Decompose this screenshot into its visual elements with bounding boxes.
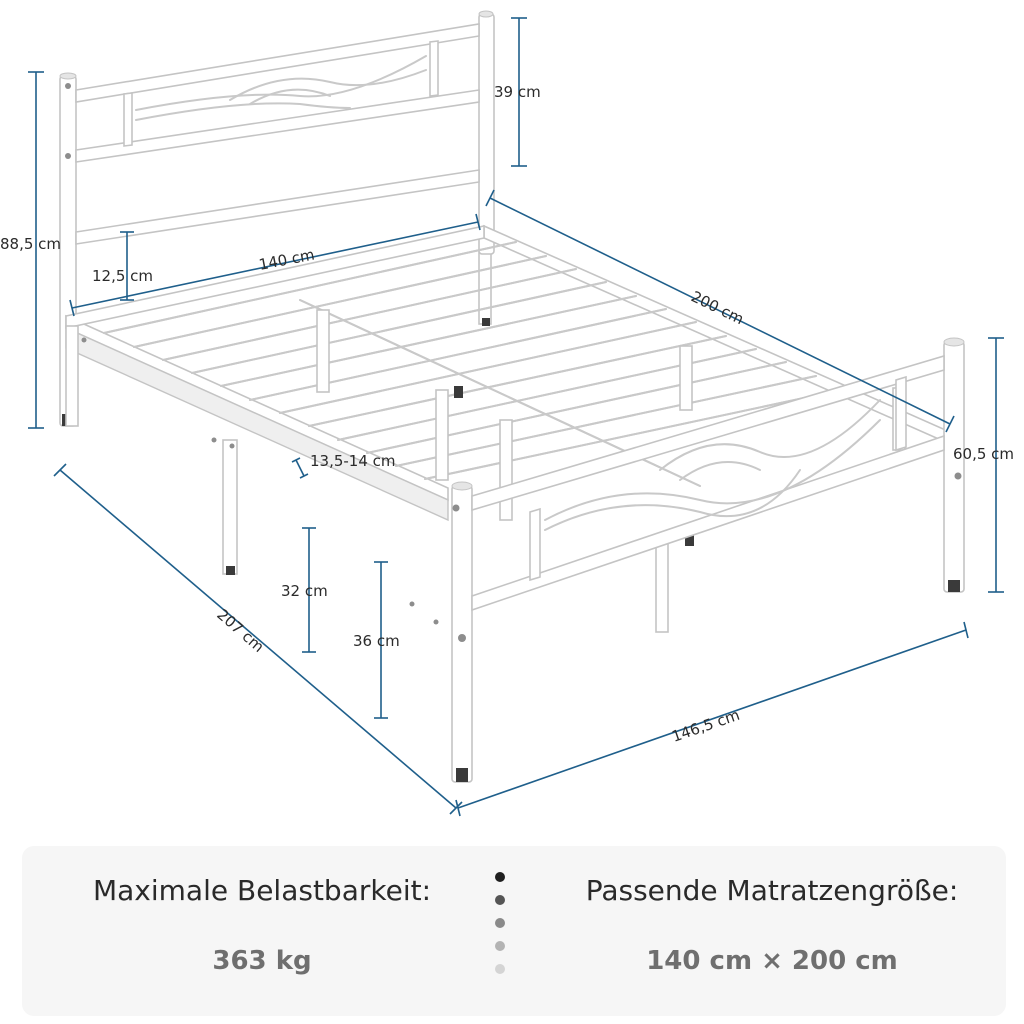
mattress-size-value: 140 cm × 200 cm <box>646 946 898 976</box>
label-total-length: 207 cm <box>213 605 267 655</box>
label-underbed-top: 12,5 cm <box>92 267 153 285</box>
label-floor-clearance: 32 cm <box>281 582 328 600</box>
label-footboard-height: 60,5 cm <box>953 445 1014 463</box>
dim-slat-spacing <box>291 457 309 479</box>
dim-floor-clearance <box>302 527 316 653</box>
dimension-labels: 88,5 cm 39 cm 12,5 cm 140 cm 200 cm 13,5… <box>0 83 1014 746</box>
dim-leg-height <box>374 561 388 719</box>
dim-underbed-top <box>120 231 134 301</box>
footboard <box>451 337 965 783</box>
dim-total-height <box>28 71 44 429</box>
label-leg-height: 36 cm <box>353 632 400 650</box>
label-headboard-panel: 39 cm <box>494 83 541 101</box>
info-panel: Maximale Belastbarkeit: 363 kg Passende … <box>22 846 1006 1016</box>
slats <box>103 241 847 480</box>
max-load-value: 363 kg <box>212 946 312 976</box>
headboard <box>59 10 495 427</box>
dot-separator <box>492 872 508 1012</box>
bed-dimension-diagram: 88,5 cm 39 cm 12,5 cm 140 cm 200 cm 13,5… <box>0 10 1014 817</box>
headboard-right-post <box>478 13 495 255</box>
label-slat-spacing: 13,5-14 cm <box>310 452 396 470</box>
dim-footboard-height <box>988 337 1004 593</box>
bed-frame <box>65 224 951 633</box>
max-load-label: Maximale Belastbarkeit: <box>92 874 432 907</box>
dim-total-width <box>455 621 969 817</box>
dim-total-length <box>53 463 463 815</box>
max-load-section: Maximale Belastbarkeit: 363 kg <box>32 846 492 1016</box>
dimension-lines <box>28 17 1004 817</box>
right-side-rail <box>483 224 951 446</box>
dim-headboard-panel <box>511 17 527 167</box>
front-left-leg <box>222 439 238 575</box>
footboard-right-post <box>943 341 965 593</box>
dim-inner-width <box>69 213 481 317</box>
dim-inner-length <box>485 189 955 433</box>
mattress-size-label: Passende Matratzengröße: <box>585 874 959 907</box>
mattress-size-section: Passende Matratzengröße: 140 cm × 200 cm <box>542 846 1002 1016</box>
label-total-width: 146,5 cm <box>669 706 742 746</box>
label-total-height: 88,5 cm <box>0 235 61 253</box>
